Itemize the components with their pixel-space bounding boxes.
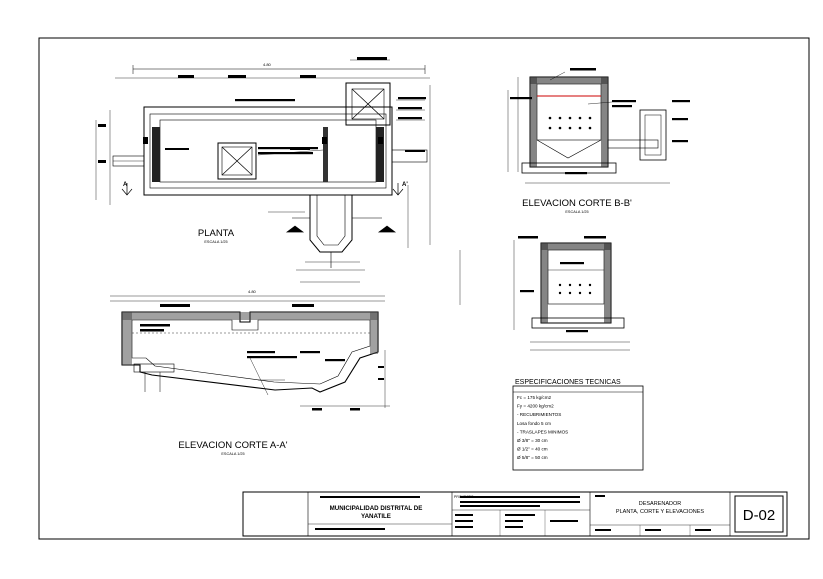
spec-line: - TRASLAPES MINIMOS — [517, 429, 568, 434]
project-header: PROYECTO — [454, 495, 474, 499]
entity-name-line1: MUNICIPALIDAD DISTRITAL DE — [330, 505, 423, 512]
specifications-title: ESPECIFICACIONES TECNICAS — [515, 379, 621, 386]
sheet-border — [38, 37, 810, 540]
spec-line: Ø 1/2" = 40 cm — [517, 447, 548, 452]
spec-line: Ø 5/8" = 50 cm — [517, 455, 548, 460]
section-bb-title: ELEVACION CORTE B-B' — [522, 198, 632, 209]
drawing-title-line2: PLANTA, CORTE Y ELEVACIONES — [616, 509, 704, 515]
section-detail-view — [459, 236, 630, 351]
spec-line: Ø 3/8" = 30 cm — [517, 438, 548, 443]
section-marker-a: A — [123, 182, 128, 188]
spec-line: Fy = 4200 kg/cm2 — [517, 404, 554, 409]
specifications-block — [512, 385, 644, 471]
drawing-title-line1: DESARENADOR — [639, 501, 682, 507]
spec-line: - RECUBRIMIENTOS — [517, 412, 561, 417]
section-marker-a-prime: A' — [402, 182, 408, 188]
spec-line: Losa fondo 5 cm — [517, 421, 551, 426]
spec-line: Fc = 175 kg/cm2 — [517, 395, 552, 400]
section-aa-title: ELEVACION CORTE A-A' — [178, 440, 287, 451]
plan-total-dimension: 4.80 — [263, 62, 272, 67]
plan-scale: ESCALA 1/25 — [204, 240, 227, 244]
plan-view — [95, 57, 431, 283]
sheet-code: D-02 — [743, 507, 776, 524]
section-bb-view — [507, 68, 690, 184]
plan-title: PLANTA — [198, 228, 235, 239]
section-total-dimension: 4.80 — [248, 289, 257, 294]
title-block — [242, 491, 788, 537]
section-bb-scale: ESCALA 1/25 — [565, 210, 588, 214]
section-aa-scale: ESCALA 1/25 — [221, 452, 244, 456]
section-aa-view — [110, 295, 390, 411]
specifications-lines: Fc = 175 kg/cm2 Fy = 4200 kg/cm2 - RECUBRI… — [517, 395, 568, 460]
entity-name-line2: YANATILE — [361, 513, 391, 520]
